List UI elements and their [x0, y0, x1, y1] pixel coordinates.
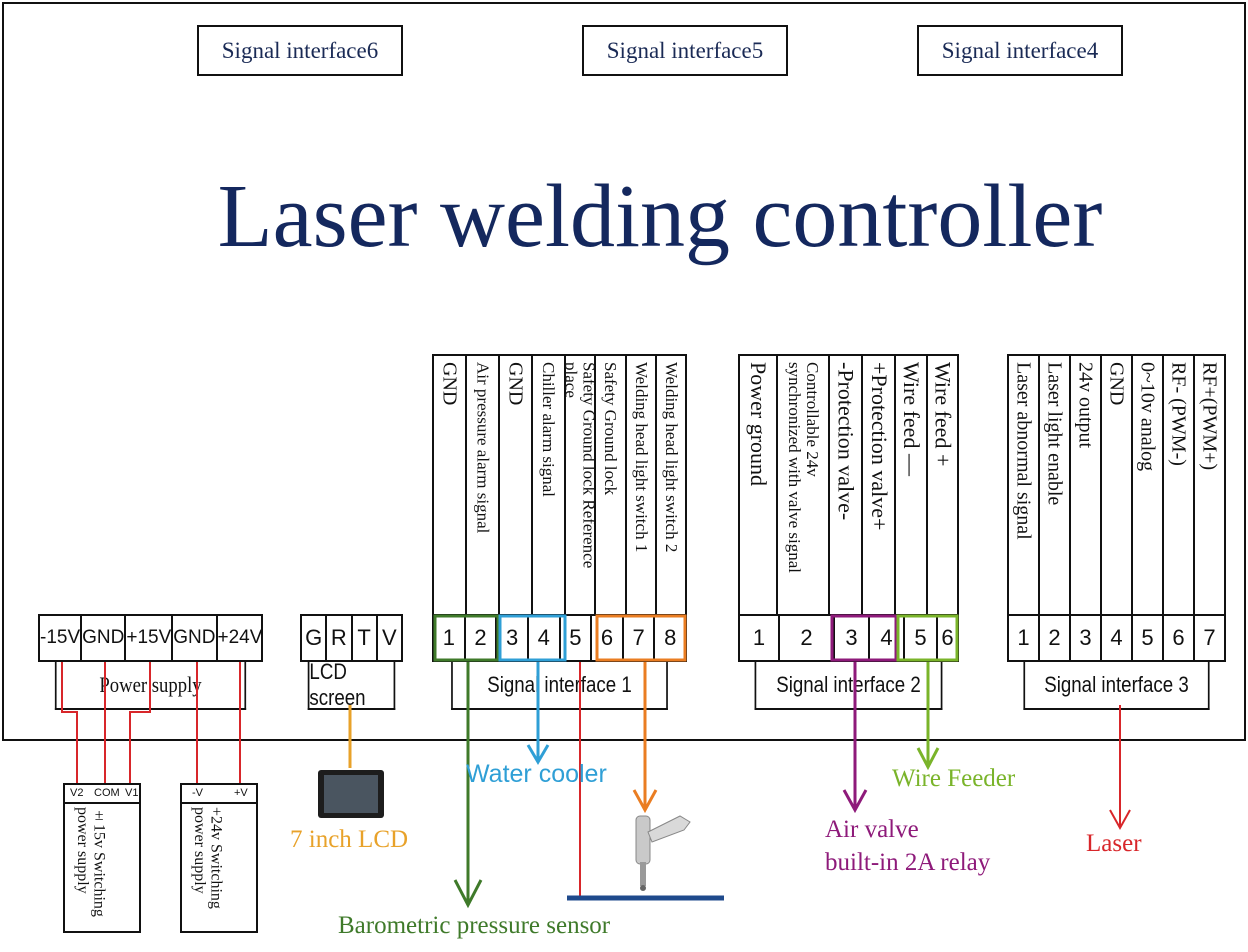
- si1-pin-7[interactable]: 7: [624, 616, 656, 660]
- caption-laser: Laser: [1086, 830, 1142, 857]
- caption-water-cooler: Water cooler: [466, 760, 607, 788]
- si1-signal-1: GND: [434, 356, 467, 614]
- si1-chiller-highlight: [498, 614, 567, 662]
- page-title: Laser welding controller: [217, 167, 1103, 266]
- si3-pin-6[interactable]: 6: [1164, 616, 1195, 660]
- si1-pin-2[interactable]: 2: [466, 616, 498, 660]
- si2-signal-3: -Protection valve-: [830, 356, 864, 614]
- power-pin-minus15v[interactable]: -15V: [40, 616, 83, 660]
- signal-interface-6: Signal interface6: [197, 25, 403, 76]
- si3-pin-1[interactable]: 1: [1009, 616, 1040, 660]
- si3-pin-2[interactable]: 2: [1040, 616, 1071, 660]
- si2-pin-1[interactable]: 1: [740, 616, 780, 660]
- si3-signal-3: 24v output: [1071, 356, 1102, 614]
- lcd-pin-row: G R T V: [300, 614, 403, 662]
- si3-signal-7: RF+(PWM+): [1198, 362, 1221, 471]
- si3-pin-row: 1 2 3 4 5 6 7: [1007, 614, 1226, 662]
- si2-signal-columns: Power ground Controllable 24v synchroniz…: [738, 354, 959, 614]
- si1-light-switch-highlight: [595, 614, 687, 662]
- arrow-welding-head: [632, 789, 658, 814]
- si3-pin-5[interactable]: 5: [1133, 616, 1164, 660]
- si1-signal-6: Safety Ground lock: [596, 356, 627, 614]
- arrow-water-cooler: [526, 744, 550, 765]
- psu15-terminal-com: COM: [94, 787, 120, 799]
- si1-pin-1[interactable]: 1: [434, 616, 466, 660]
- lcd-pin-t[interactable]: T: [353, 616, 378, 660]
- caption-7-inch-lcd: 7 inch LCD: [290, 826, 409, 853]
- psu15-terminal-v2: V2: [70, 787, 84, 799]
- arrow-wire-feeder: [916, 747, 940, 771]
- si1-pin-5[interactable]: 5: [561, 616, 593, 660]
- si2-signal-4: +Protection valve+: [863, 356, 897, 614]
- psu24-text: +24v Switching power supply: [190, 807, 225, 909]
- psu15-terminal-v1: V1: [125, 787, 139, 799]
- arrow-air-valve: [842, 789, 868, 814]
- si2-signal-2: Controllable 24v synchronized with valve…: [778, 356, 831, 614]
- si2-pin-4[interactable]: 4: [870, 616, 905, 660]
- si1-pin-4[interactable]: 4: [529, 616, 561, 660]
- si1-signal-3: GND: [500, 356, 533, 614]
- si1-signal-columns: GND Air pressure alarm signal GND Chille…: [432, 354, 687, 614]
- si2-label: Signal interface 2: [754, 662, 943, 710]
- si1-signal-5: Safety Ground lock Reference place: [566, 356, 596, 614]
- si1-signal-8: Welding head light switch 2: [661, 362, 681, 553]
- arrow-laser: [1109, 809, 1131, 831]
- si1-signal-2: Air pressure alarm signal: [467, 356, 500, 614]
- si3-signal-2: Laser light enable: [1040, 356, 1071, 614]
- psu-24v-box: -V +V +24v Switching power supply: [180, 783, 258, 933]
- si3-pin-3[interactable]: 3: [1071, 616, 1102, 660]
- si1-pin-6[interactable]: 6: [592, 616, 624, 660]
- si1-signal-7: Welding head light switch 1: [627, 356, 657, 614]
- si3-label: Signal interface 3: [1023, 662, 1210, 710]
- caption-air-valve: Air valve built-in 2A relay: [825, 816, 991, 876]
- power-pin-gnd-1[interactable]: GND: [82, 616, 127, 660]
- si3-signal-6: RF- (PWM-): [1164, 356, 1195, 614]
- caption-wire-feeder: Wire Feeder: [892, 765, 1016, 792]
- si1-label: Signal interface 1: [451, 662, 668, 710]
- si2-signal-1: Power ground: [740, 356, 778, 614]
- lcd-pin-r[interactable]: R: [327, 616, 353, 660]
- si3-pin-7[interactable]: 7: [1203, 625, 1216, 650]
- signal-interface-6-label: Signal interface6: [221, 37, 379, 63]
- power-pin-gnd-2[interactable]: GND: [173, 616, 218, 660]
- signal-interface-4-label: Signal interface4: [941, 37, 1099, 63]
- power-pin-plus24v[interactable]: +24V: [217, 627, 263, 648]
- lcd-display-icon: [318, 770, 384, 818]
- si2-pin-6[interactable]: 6: [941, 625, 954, 650]
- signal-interface-4: Signal interface4: [917, 25, 1123, 76]
- caption-barometric-pressure-sensor: Barometric pressure sensor: [338, 912, 611, 939]
- wire-plus15v: [129, 662, 151, 785]
- si3-signal-4: GND: [1102, 356, 1133, 614]
- signal-interface-5: Signal interface5: [582, 25, 788, 76]
- si2-signal-6: Wire feed +: [930, 362, 956, 467]
- psu24-terminal-minusv: -V: [192, 787, 203, 799]
- si2-valve-highlight: [830, 614, 898, 662]
- power-supply-pin-row: -15V GND +15V GND +24V: [38, 614, 263, 662]
- si3-signal-columns: Laser abnormal signal Laser light enable…: [1007, 354, 1226, 614]
- si1-pin-3[interactable]: 3: [497, 616, 529, 660]
- power-pin-plus15v[interactable]: +15V: [126, 616, 174, 660]
- si1-pin-8[interactable]: 8: [664, 625, 677, 650]
- lcd-pin-g[interactable]: G: [302, 616, 328, 660]
- arrow-pressure-sensor: [453, 879, 483, 909]
- si1-signal-4: Chiller alarm signal: [533, 356, 566, 614]
- si2-pin-3[interactable]: 3: [835, 616, 870, 660]
- si2-pin-5[interactable]: 5: [905, 616, 938, 660]
- signal-interface-5-label: Signal interface5: [606, 37, 764, 63]
- psu15-text: ±15v Switching power supply: [73, 807, 108, 917]
- controller-frame: [2, 2, 1246, 741]
- si2-signal-5: Wire feed —: [896, 356, 928, 614]
- psu24-terminal-plusv: +V: [234, 787, 248, 799]
- si3-signal-1: Laser abnormal signal: [1009, 356, 1040, 614]
- psu-15v-box: V2 COM V1 ±15v Switching power supply: [63, 783, 141, 933]
- si2-pin-2[interactable]: 2: [780, 616, 835, 660]
- welding-gun-icon: [635, 815, 691, 891]
- lcd-pin-v[interactable]: V: [382, 625, 397, 650]
- si1-gnd-air-highlight: [433, 614, 500, 662]
- si2-wire-feed-highlight: [896, 614, 959, 662]
- si3-signal-5: 0~10v analog: [1133, 356, 1164, 614]
- wire-minus15v: [61, 662, 78, 785]
- si3-pin-4[interactable]: 4: [1102, 616, 1133, 660]
